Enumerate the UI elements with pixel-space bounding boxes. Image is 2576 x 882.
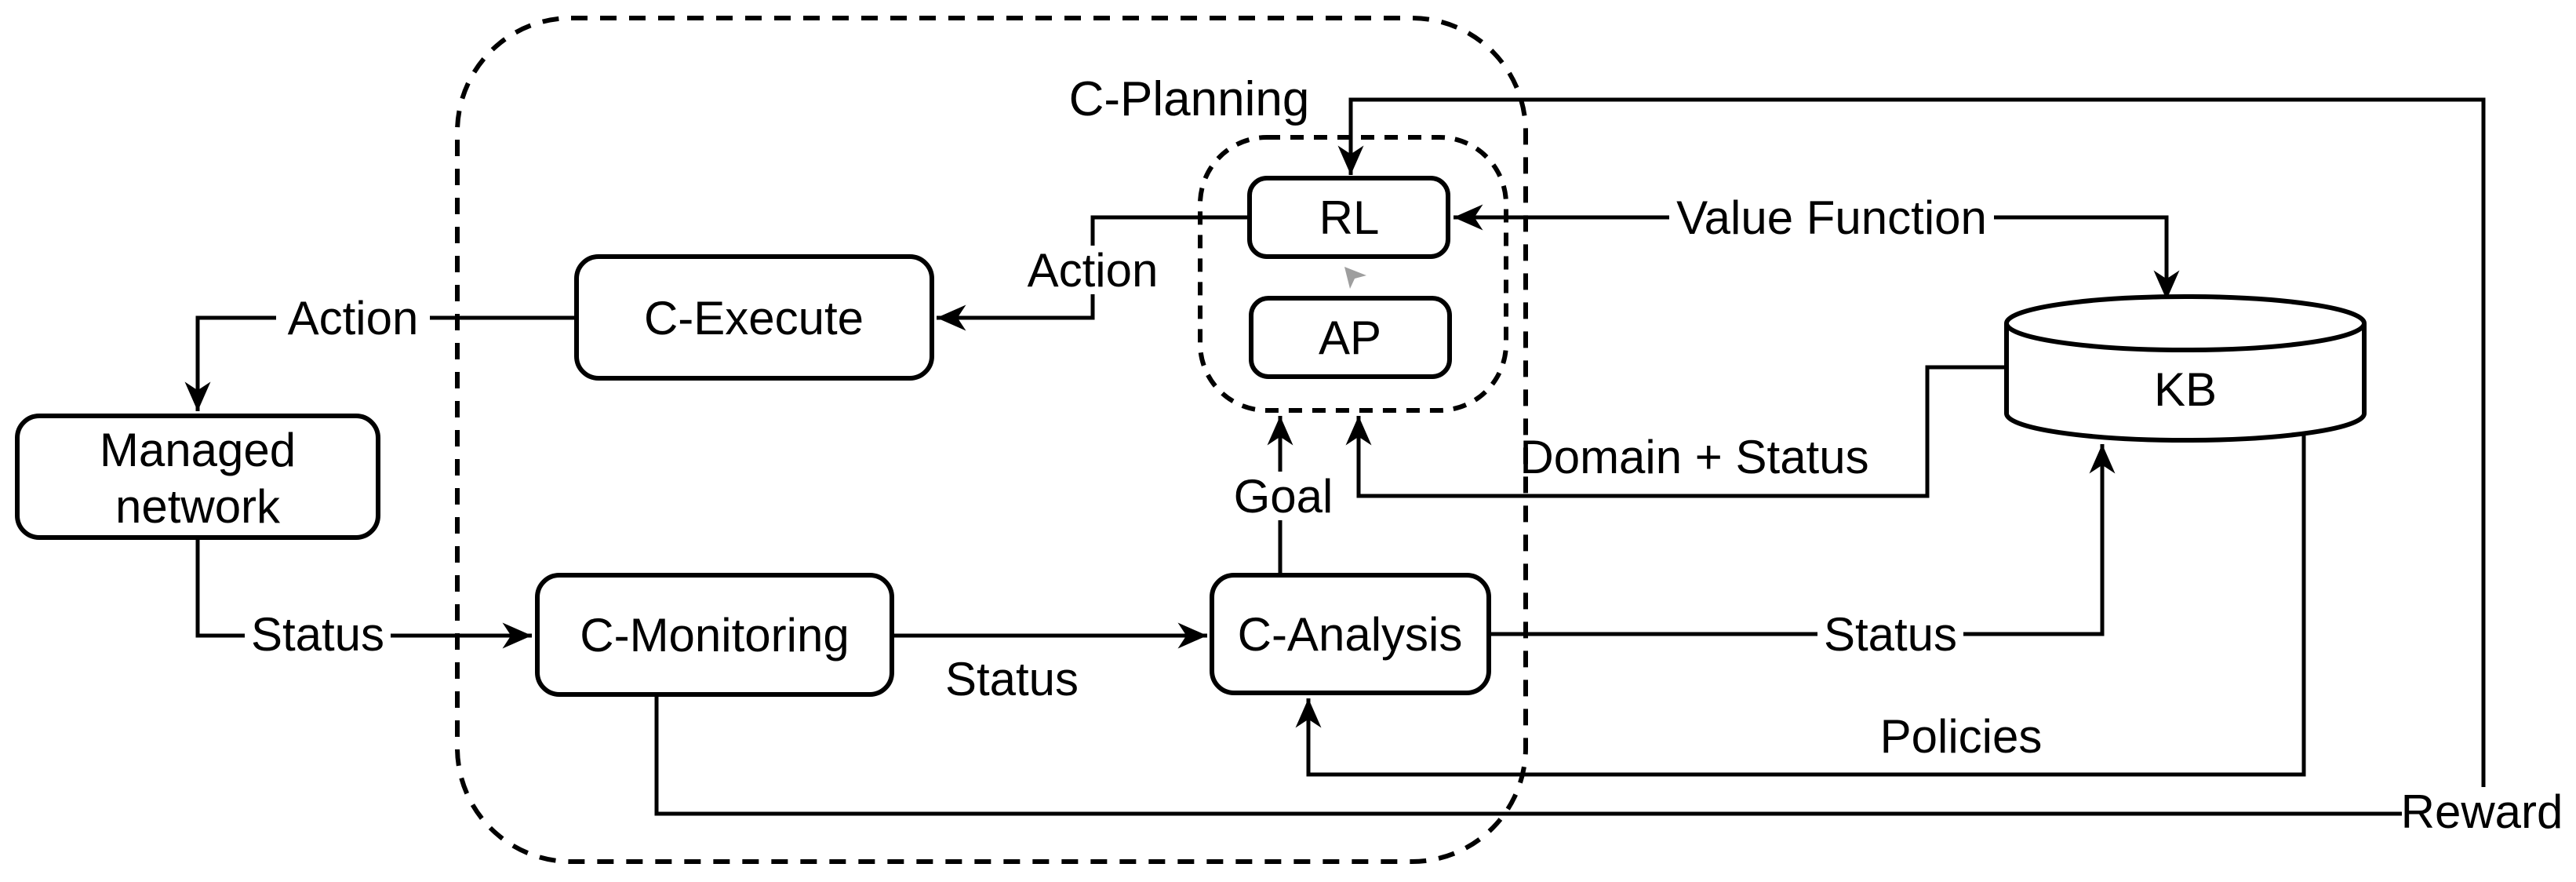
c-execute-label: C-Execute xyxy=(644,292,864,344)
goal-label-bg xyxy=(1230,472,1337,520)
edge-label-goal: Goal xyxy=(1234,470,1333,523)
node-c-execute: C-Execute xyxy=(574,254,934,381)
status-label-bg xyxy=(245,610,391,659)
edge-label-reward: Reward xyxy=(2401,785,2563,838)
edge-label-status-kb: Status xyxy=(1824,608,1957,661)
node-managed-network: Managed network xyxy=(15,414,380,540)
edge-label-domain-status: Domain + Status xyxy=(1519,431,1868,483)
edge-monitoring-to-rl-reward xyxy=(654,97,2486,816)
edge-label-action-rl: Action xyxy=(1028,244,1159,297)
kb-label: KB xyxy=(2154,363,2217,416)
edge-label-value-function: Value Function xyxy=(1676,191,1987,244)
managed-network-label-line2: network xyxy=(115,480,281,533)
edge-label-action-network: Action xyxy=(288,292,419,344)
node-rl: RL xyxy=(1247,176,1450,259)
edge-label-status-analysis: Status xyxy=(945,653,1079,705)
c-monitoring-label: C-Monitoring xyxy=(580,609,849,662)
edge-kb-to-analysis-policies xyxy=(1295,432,2306,777)
c-planning-group-label: C-Planning xyxy=(1069,72,1310,126)
edge-kb-to-planning-domain-status xyxy=(1345,365,2007,498)
status-label-bg-3 xyxy=(1817,610,1963,659)
rl-label: RL xyxy=(1319,191,1380,244)
action-label-bg-2 xyxy=(1016,246,1170,294)
node-kb-database-cylinder: KB xyxy=(2004,294,2367,443)
managed-network-label-line1: Managed xyxy=(100,424,296,476)
c-analysis-label: C-Analysis xyxy=(1238,608,1463,661)
value-function-label-bg xyxy=(1669,193,1994,242)
node-c-monitoring: C-Monitoring xyxy=(535,573,894,697)
node-c-analysis: C-Analysis xyxy=(1210,573,1491,695)
node-ap: AP xyxy=(1249,296,1452,379)
edge-label-policies: Policies xyxy=(1880,710,2043,763)
mouse-cursor-artifact xyxy=(1344,267,1366,289)
reward-label-bg xyxy=(2402,787,2562,836)
control-loop-boundary xyxy=(455,16,1528,864)
edge-network-to-monitoring xyxy=(195,538,532,649)
action-label-bg xyxy=(276,292,430,344)
edge-label-status-network: Status xyxy=(251,608,384,661)
ap-label: AP xyxy=(1319,312,1381,364)
edge-execute-to-network xyxy=(184,315,577,411)
edge-analysis-to-kb-status xyxy=(1489,444,2116,636)
